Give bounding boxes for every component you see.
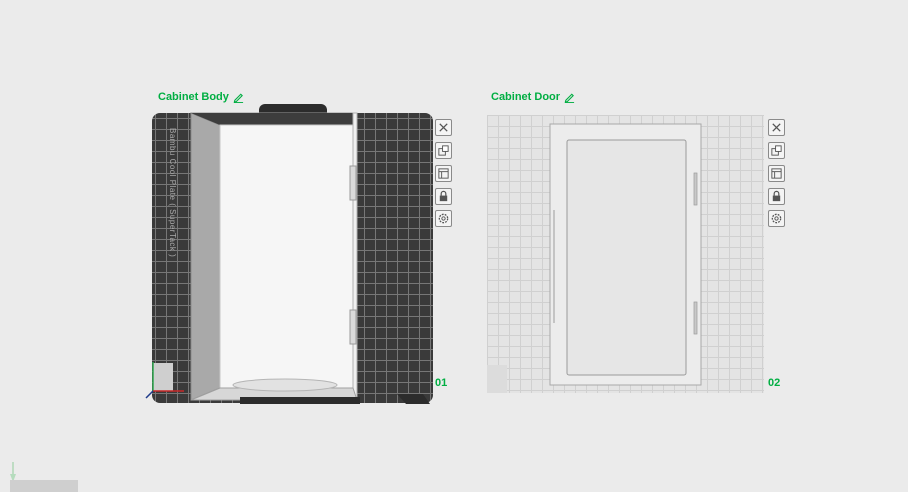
plate-1-lock-button[interactable]: [435, 188, 452, 205]
view-axis-icon: [10, 462, 16, 482]
arrange-icon: [438, 145, 449, 156]
plate-1-close-button[interactable]: [435, 119, 452, 136]
pencil-icon[interactable]: [564, 92, 575, 103]
horizontal-scrollbar[interactable]: [10, 480, 78, 492]
cabinet-door-model[interactable]: [487, 115, 764, 393]
plate-1-number: 01: [435, 377, 448, 389]
plate-2-settings-button[interactable]: [768, 210, 785, 227]
plate-2-orient-button[interactable]: [768, 165, 785, 182]
orient-icon: [771, 168, 782, 179]
settings-icon: [771, 213, 782, 224]
plate-2-title[interactable]: Cabinet Door: [491, 91, 575, 103]
close-icon: [772, 123, 781, 132]
plate-1-name: Cabinet Body: [158, 91, 229, 103]
plate-2-name: Cabinet Door: [491, 91, 561, 103]
plate-1-settings-button[interactable]: [435, 210, 452, 227]
lock-icon: [439, 190, 448, 202]
pencil-icon[interactable]: [233, 92, 244, 103]
lock-icon: [772, 190, 781, 202]
close-icon: [439, 123, 448, 132]
plate-2-number: 02: [768, 377, 781, 389]
plate-2-lock-button[interactable]: [768, 188, 785, 205]
arrange-icon: [771, 145, 782, 156]
plate-2-arrange-button[interactable]: [768, 142, 785, 159]
cabinet-body-model[interactable]: [140, 108, 440, 408]
plate-2-close-button[interactable]: [768, 119, 785, 136]
plate-1-orient-button[interactable]: [435, 165, 452, 182]
plate-1-arrange-button[interactable]: [435, 142, 452, 159]
settings-icon: [438, 213, 449, 224]
plate-1-title[interactable]: Cabinet Body: [158, 91, 244, 103]
plate-type-label: Bambu Cool Plate ( SuperTack ): [168, 128, 177, 258]
orient-icon: [438, 168, 449, 179]
